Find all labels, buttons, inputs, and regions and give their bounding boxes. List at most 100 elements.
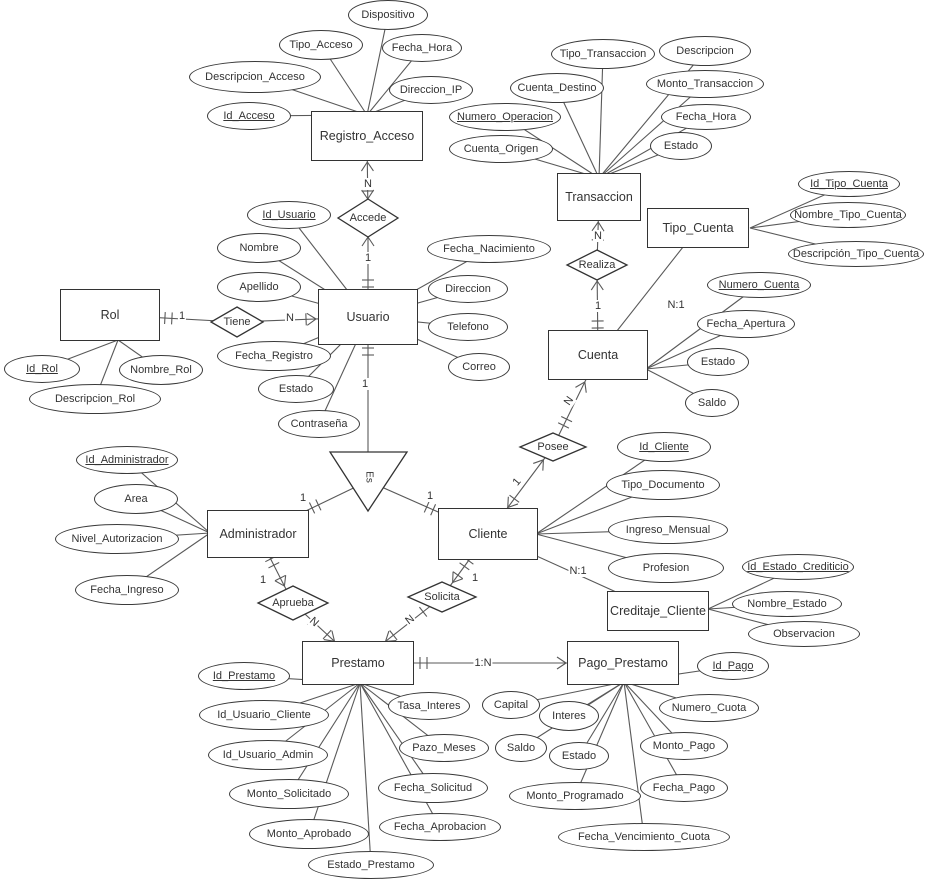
attribute-fecha-pago: Fecha_Pago [640, 774, 728, 802]
attribute-pazo-meses: Pazo_Meses [399, 734, 489, 762]
attribute-id-administrador: Id_Administrador [76, 446, 178, 474]
entity-usuario: Usuario [318, 289, 418, 345]
relationship-realiza-label: Realiza [578, 259, 616, 271]
attribute-contrasena: Contraseña [278, 410, 360, 438]
attribute-numero-cuenta: Numero_Cuenta [707, 272, 811, 298]
relationship-aprueba-label: Aprueba [272, 597, 314, 609]
cardinality-label: 1 [258, 574, 268, 586]
attribute-observacion: Observacion [748, 621, 860, 647]
attribute-id-rol: Id_Rol [4, 355, 80, 383]
relationship-posee-label: Posee [537, 441, 569, 453]
relationship-posee-diamond [518, 432, 588, 462]
relationship-solicita-diamond [406, 581, 478, 613]
attribute-estado: Estado [687, 348, 749, 376]
attribute-nombre-tipo-cuenta: Nombre_Tipo_Cuenta [790, 202, 906, 228]
attribute-descripcion-rol: Descripcion_Rol [29, 384, 161, 414]
entity-creditaje-cliente: Creditaje_Cliente [607, 591, 709, 631]
attribute-dispositivo: Dispositivo [348, 0, 428, 30]
attribute-profesion: Profesion [608, 553, 724, 583]
entity-rol: Rol [60, 289, 160, 341]
attribute-numero-cuota: Numero_Cuota [659, 694, 759, 722]
relationship-aprueba-diamond [256, 585, 330, 621]
attribute-fecha-aprobacion: Fecha_Aprobacion [379, 813, 501, 841]
attribute-monto-aprobado: Monto_Aprobado [249, 819, 369, 849]
entity-tipo-cuenta: Tipo_Cuenta [647, 208, 749, 248]
isa-label: Es [363, 471, 375, 483]
attribute-id-tipo-cuenta: Id_Tipo_Cuenta [798, 171, 900, 197]
attribute-descripcion-tipo-cuenta: Descripción_Tipo_Cuenta [788, 241, 924, 267]
attribute-monto-pago: Monto_Pago [640, 732, 728, 760]
attribute-id-usuario-admin: Id_Usuario_Admin [208, 740, 328, 770]
cardinality-label: 1 [425, 490, 435, 502]
attribute-direccion: Direccion [428, 275, 508, 303]
entity-registro-acceso: Registro_Acceso [311, 111, 423, 161]
attribute-telefono: Telefono [428, 313, 508, 341]
attribute-id-usuario: Id_Usuario [247, 201, 331, 229]
attribute-fecha-ingreso: Fecha_Ingreso [75, 575, 179, 605]
attribute-fecha-nacimiento: Fecha_Nacimiento [427, 235, 551, 263]
entity-cliente: Cliente [438, 508, 538, 560]
entity-transaccion: Transaccion [557, 173, 641, 221]
relationship-realiza-diamond [565, 249, 629, 281]
attribute-tipo-transaccion: Tipo_Transaccion [551, 39, 655, 69]
entity-administrador: Administrador [207, 510, 309, 558]
entity-pago-prestamo: Pago_Prestamo [567, 641, 679, 685]
relationship-tiene-diamond [209, 306, 265, 338]
attribute-fecha-solicitud: Fecha_Solicitud [378, 773, 488, 803]
attribute-saldo: Saldo [495, 734, 547, 762]
attribute-cuenta-destino: Cuenta_Destino [510, 73, 604, 103]
attribute-nombre-estado: Nombre_Estado [732, 591, 842, 617]
relationship-tiene-label: Tiene [223, 316, 251, 328]
attribute-id-pago: Id_Pago [697, 652, 769, 680]
attribute-nombre-rol: Nombre_Rol [119, 355, 203, 385]
attribute-estado-prestamo: Estado_Prestamo [308, 851, 434, 879]
attribute-id-usuario-cliente: Id_Usuario_Cliente [199, 700, 329, 730]
entity-prestamo: Prestamo [302, 641, 414, 685]
attribute-tasa-interes: Tasa_Interes [388, 692, 470, 720]
cardinality-label: N [593, 230, 603, 242]
attribute-numero-operacion: Numero_Operacion [449, 103, 561, 131]
cardinality-label: 1 [593, 300, 603, 312]
cardinality-label: 1 [177, 310, 187, 322]
attribute-cuenta-origen: Cuenta_Origen [449, 135, 553, 163]
attribute-interes: Interes [539, 701, 599, 731]
attribute-tipo-acceso: Tipo_Acceso [279, 30, 363, 60]
attribute-tipo-documento: Tipo_Documento [606, 470, 720, 500]
entity-cuenta: Cuenta [548, 330, 648, 380]
cardinality-label: 1 [363, 252, 373, 264]
attribute-id-cliente: Id_Cliente [617, 432, 711, 462]
cardinality-label: 1 [298, 492, 308, 504]
attribute-monto-programado: Monto_Programado [509, 782, 641, 810]
attribute-area: Area [94, 484, 178, 514]
attribute-estado: Estado [650, 132, 712, 160]
attribute-descripcion: Descripcion [659, 36, 751, 66]
attribute-nombre: Nombre [217, 233, 301, 263]
relationship-accede-label: Accede [349, 212, 387, 224]
attribute-monto-transaccion: Monto_Transaccion [646, 70, 764, 98]
attribute-fecha-hora: Fecha_Hora [382, 34, 462, 62]
cardinality-label: 1:N [473, 657, 493, 669]
attribute-monto-solicitado: Monto_Solicitado [229, 779, 349, 809]
attribute-apellido: Apellido [217, 272, 301, 302]
attribute-fecha-hora: Fecha_Hora [661, 104, 751, 130]
attribute-fecha-registro: Fecha_Registro [217, 341, 331, 371]
attribute-estado: Estado [258, 375, 334, 403]
cardinality-label: 1 [470, 572, 480, 584]
cardinality-label: N:1 [666, 299, 686, 311]
attribute-id-acceso: Id_Acceso [207, 102, 291, 130]
cardinality-label: N [363, 178, 373, 190]
relationship-solicita-label: Solicita [424, 591, 460, 603]
attribute-estado: Estado [549, 742, 609, 770]
cardinality-label: N [285, 312, 295, 324]
attribute-descripcion-acceso: Descripcion_Acceso [189, 61, 321, 93]
cardinality-label: N:1 [568, 565, 588, 577]
relationship-accede-diamond [336, 198, 400, 238]
isa-triangle [328, 451, 409, 513]
attribute-fecha-vencimiento-cuota: Fecha_Vencimiento_Cuota [558, 823, 730, 851]
attribute-correo: Correo [448, 353, 510, 381]
cardinality-label: 1 [360, 378, 370, 390]
attribute-ingreso-mensual: Ingreso_Mensual [608, 516, 728, 544]
attribute-direccion-ip: Direccion_IP [389, 76, 473, 104]
attribute-saldo: Saldo [685, 389, 739, 417]
